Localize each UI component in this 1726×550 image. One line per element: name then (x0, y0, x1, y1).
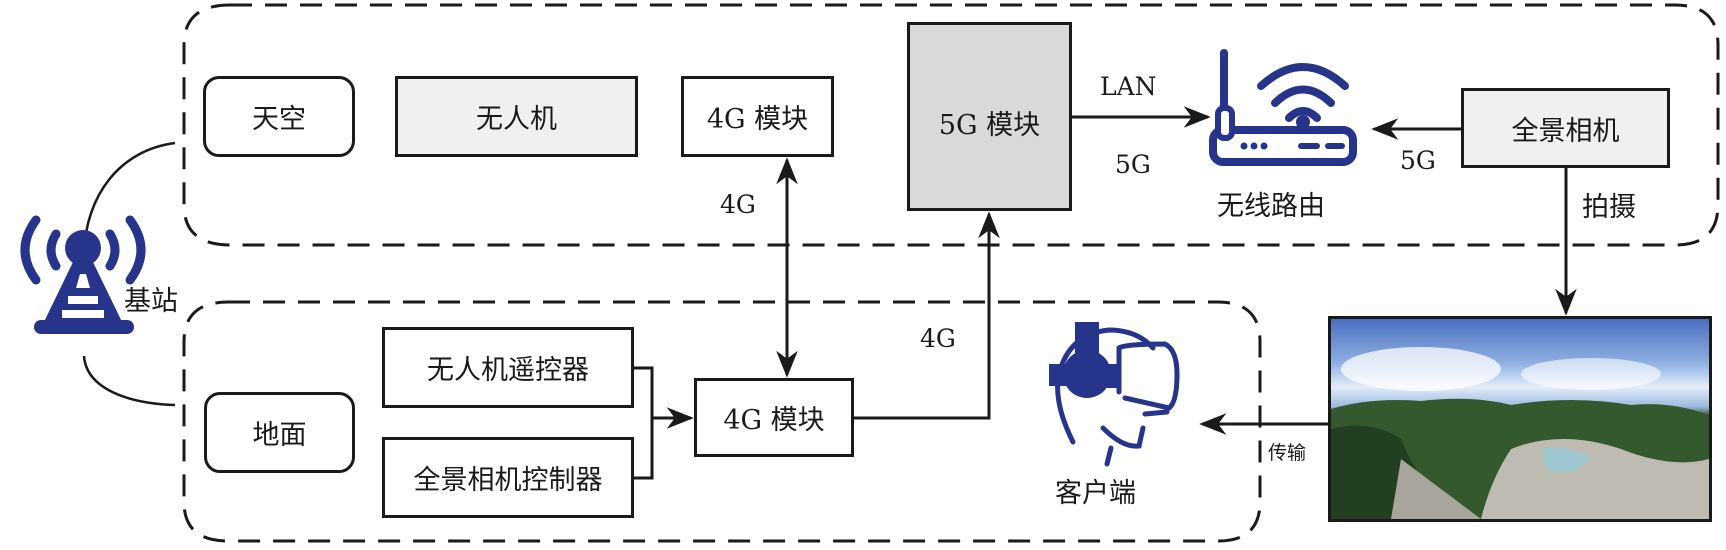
ground-region-border (182, 300, 1262, 543)
lan-label: LAN (1100, 72, 1157, 101)
drone-remote-text: 无人机遥控器 (427, 355, 589, 386)
transmit-label: 传输 (1268, 442, 1307, 464)
router-label: 无线路由 (1217, 191, 1325, 222)
drone-node: 无人机 (395, 76, 638, 157)
sky-region-border (182, 3, 1720, 247)
camera-5g-label: 5G (1400, 146, 1436, 175)
lan-5g-label: 5G (1115, 150, 1151, 179)
sky-zone-label: 天空 (203, 76, 355, 157)
panoramic-camera-text: 全景相机 (1511, 115, 1620, 147)
camera-controller-text: 全景相机控制器 (413, 465, 603, 496)
sky-4g-module-text: 4G 模块 (706, 104, 809, 135)
panoramic-camera-node: 全景相机 (1461, 88, 1670, 168)
ground-to-5g-label: 4G (920, 324, 956, 353)
drone-remote-node: 无人机遥控器 (382, 327, 634, 408)
panorama-scene (1331, 347, 1709, 519)
base-station-label: 基站 (124, 286, 178, 317)
base-station-icon (20, 215, 146, 334)
base-to-ground-link (82, 355, 176, 407)
client-label: 客户端 (1055, 478, 1136, 509)
vr-headset-client-icon (1049, 322, 1180, 467)
ground-zone-text: 地面 (252, 420, 307, 451)
sky-ground-4g-label: 4G (720, 190, 756, 219)
ground-4g-module-text: 4G 模块 (723, 405, 825, 436)
drone-text: 无人机 (476, 104, 557, 135)
capture-label: 拍摄 (1582, 192, 1636, 223)
sky-4g-module-node: 4G 模块 (681, 76, 834, 157)
controller-bracket (634, 366, 654, 480)
sky-5g-module-node: 5G 模块 (907, 22, 1072, 211)
wireless-router-icon (1209, 49, 1357, 166)
ground-zone-label: 地面 (204, 392, 355, 473)
panorama-photo (1328, 316, 1712, 522)
ground4g-to-5g-arrow (854, 211, 1000, 420)
camera-controller-node: 全景相机控制器 (382, 437, 634, 518)
ground-4g-module-node: 4G 模块 (694, 378, 854, 457)
sky-5g-module-text: 5G 模块 (938, 110, 1041, 141)
sky-zone-text: 天空 (252, 104, 306, 135)
